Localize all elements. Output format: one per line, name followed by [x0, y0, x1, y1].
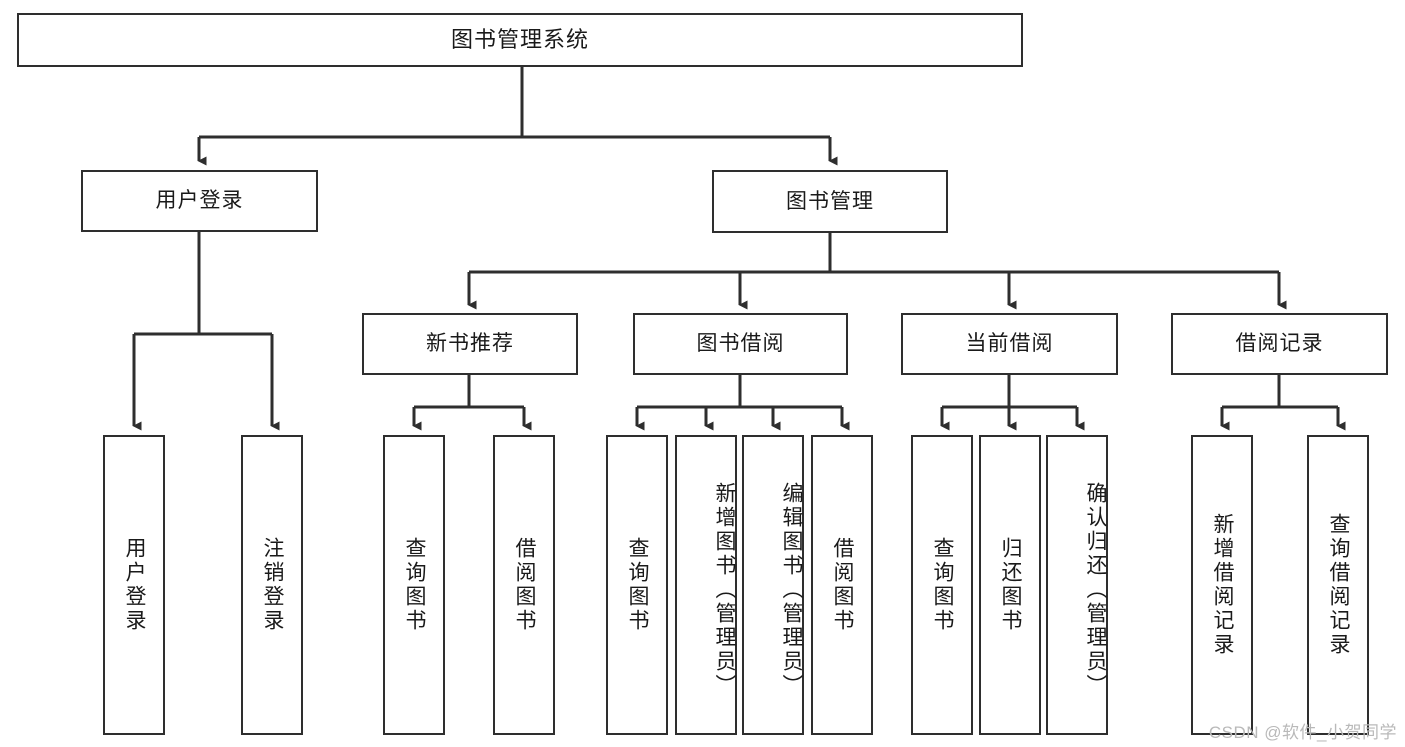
- leaf-label: 查询借阅记录: [1327, 513, 1351, 657]
- leaf-borrow-query-book[interactable]: 查询图书: [606, 435, 668, 735]
- leaf-current-confirm-return[interactable]: 确认归还（管理员）: [1046, 435, 1108, 735]
- leaf-user-login-login[interactable]: 用户登录: [103, 435, 165, 735]
- leaf-new-book-query[interactable]: 查询图书: [383, 435, 445, 735]
- node-book-management[interactable]: 图书管理: [712, 170, 948, 233]
- node-book-borrow[interactable]: 图书借阅: [633, 313, 848, 375]
- leaf-label: 归还图书: [999, 537, 1023, 633]
- leaf-label: 用户登录: [123, 537, 147, 633]
- leaf-current-query-book[interactable]: 查询图书: [911, 435, 973, 735]
- leaf-label: 查询图书: [403, 537, 427, 633]
- leaf-label: 查询图书: [931, 537, 955, 633]
- leaf-label: 借阅图书: [831, 537, 855, 633]
- leaf-label: 确认归还（管理员）: [1084, 482, 1107, 698]
- leaf-label: 注销登录: [261, 537, 285, 633]
- leaf-label: 查询图书: [626, 537, 650, 633]
- leaf-label: 编辑图书（管理员）: [780, 482, 803, 698]
- leaf-record-add-record[interactable]: 新增借阅记录: [1191, 435, 1253, 735]
- node-user-login[interactable]: 用户登录: [81, 170, 318, 232]
- leaf-user-login-logout[interactable]: 注销登录: [241, 435, 303, 735]
- leaf-borrow-add-book[interactable]: 新增图书（管理员）: [675, 435, 737, 735]
- node-root-system[interactable]: 图书管理系统: [17, 13, 1023, 67]
- leaf-current-return-book[interactable]: 归还图书: [979, 435, 1041, 735]
- leaf-borrow-borrow-book[interactable]: 借阅图书: [811, 435, 873, 735]
- leaf-record-query-record[interactable]: 查询借阅记录: [1307, 435, 1369, 735]
- leaf-new-book-borrow[interactable]: 借阅图书: [493, 435, 555, 735]
- node-borrow-record[interactable]: 借阅记录: [1171, 313, 1388, 375]
- leaf-label: 新增图书（管理员）: [713, 482, 736, 698]
- leaf-borrow-edit-book[interactable]: 编辑图书（管理员）: [742, 435, 804, 735]
- leaf-label: 新增借阅记录: [1211, 513, 1235, 657]
- leaf-label: 借阅图书: [513, 537, 537, 633]
- node-new-book-recommend[interactable]: 新书推荐: [362, 313, 578, 375]
- node-current-borrow[interactable]: 当前借阅: [901, 313, 1118, 375]
